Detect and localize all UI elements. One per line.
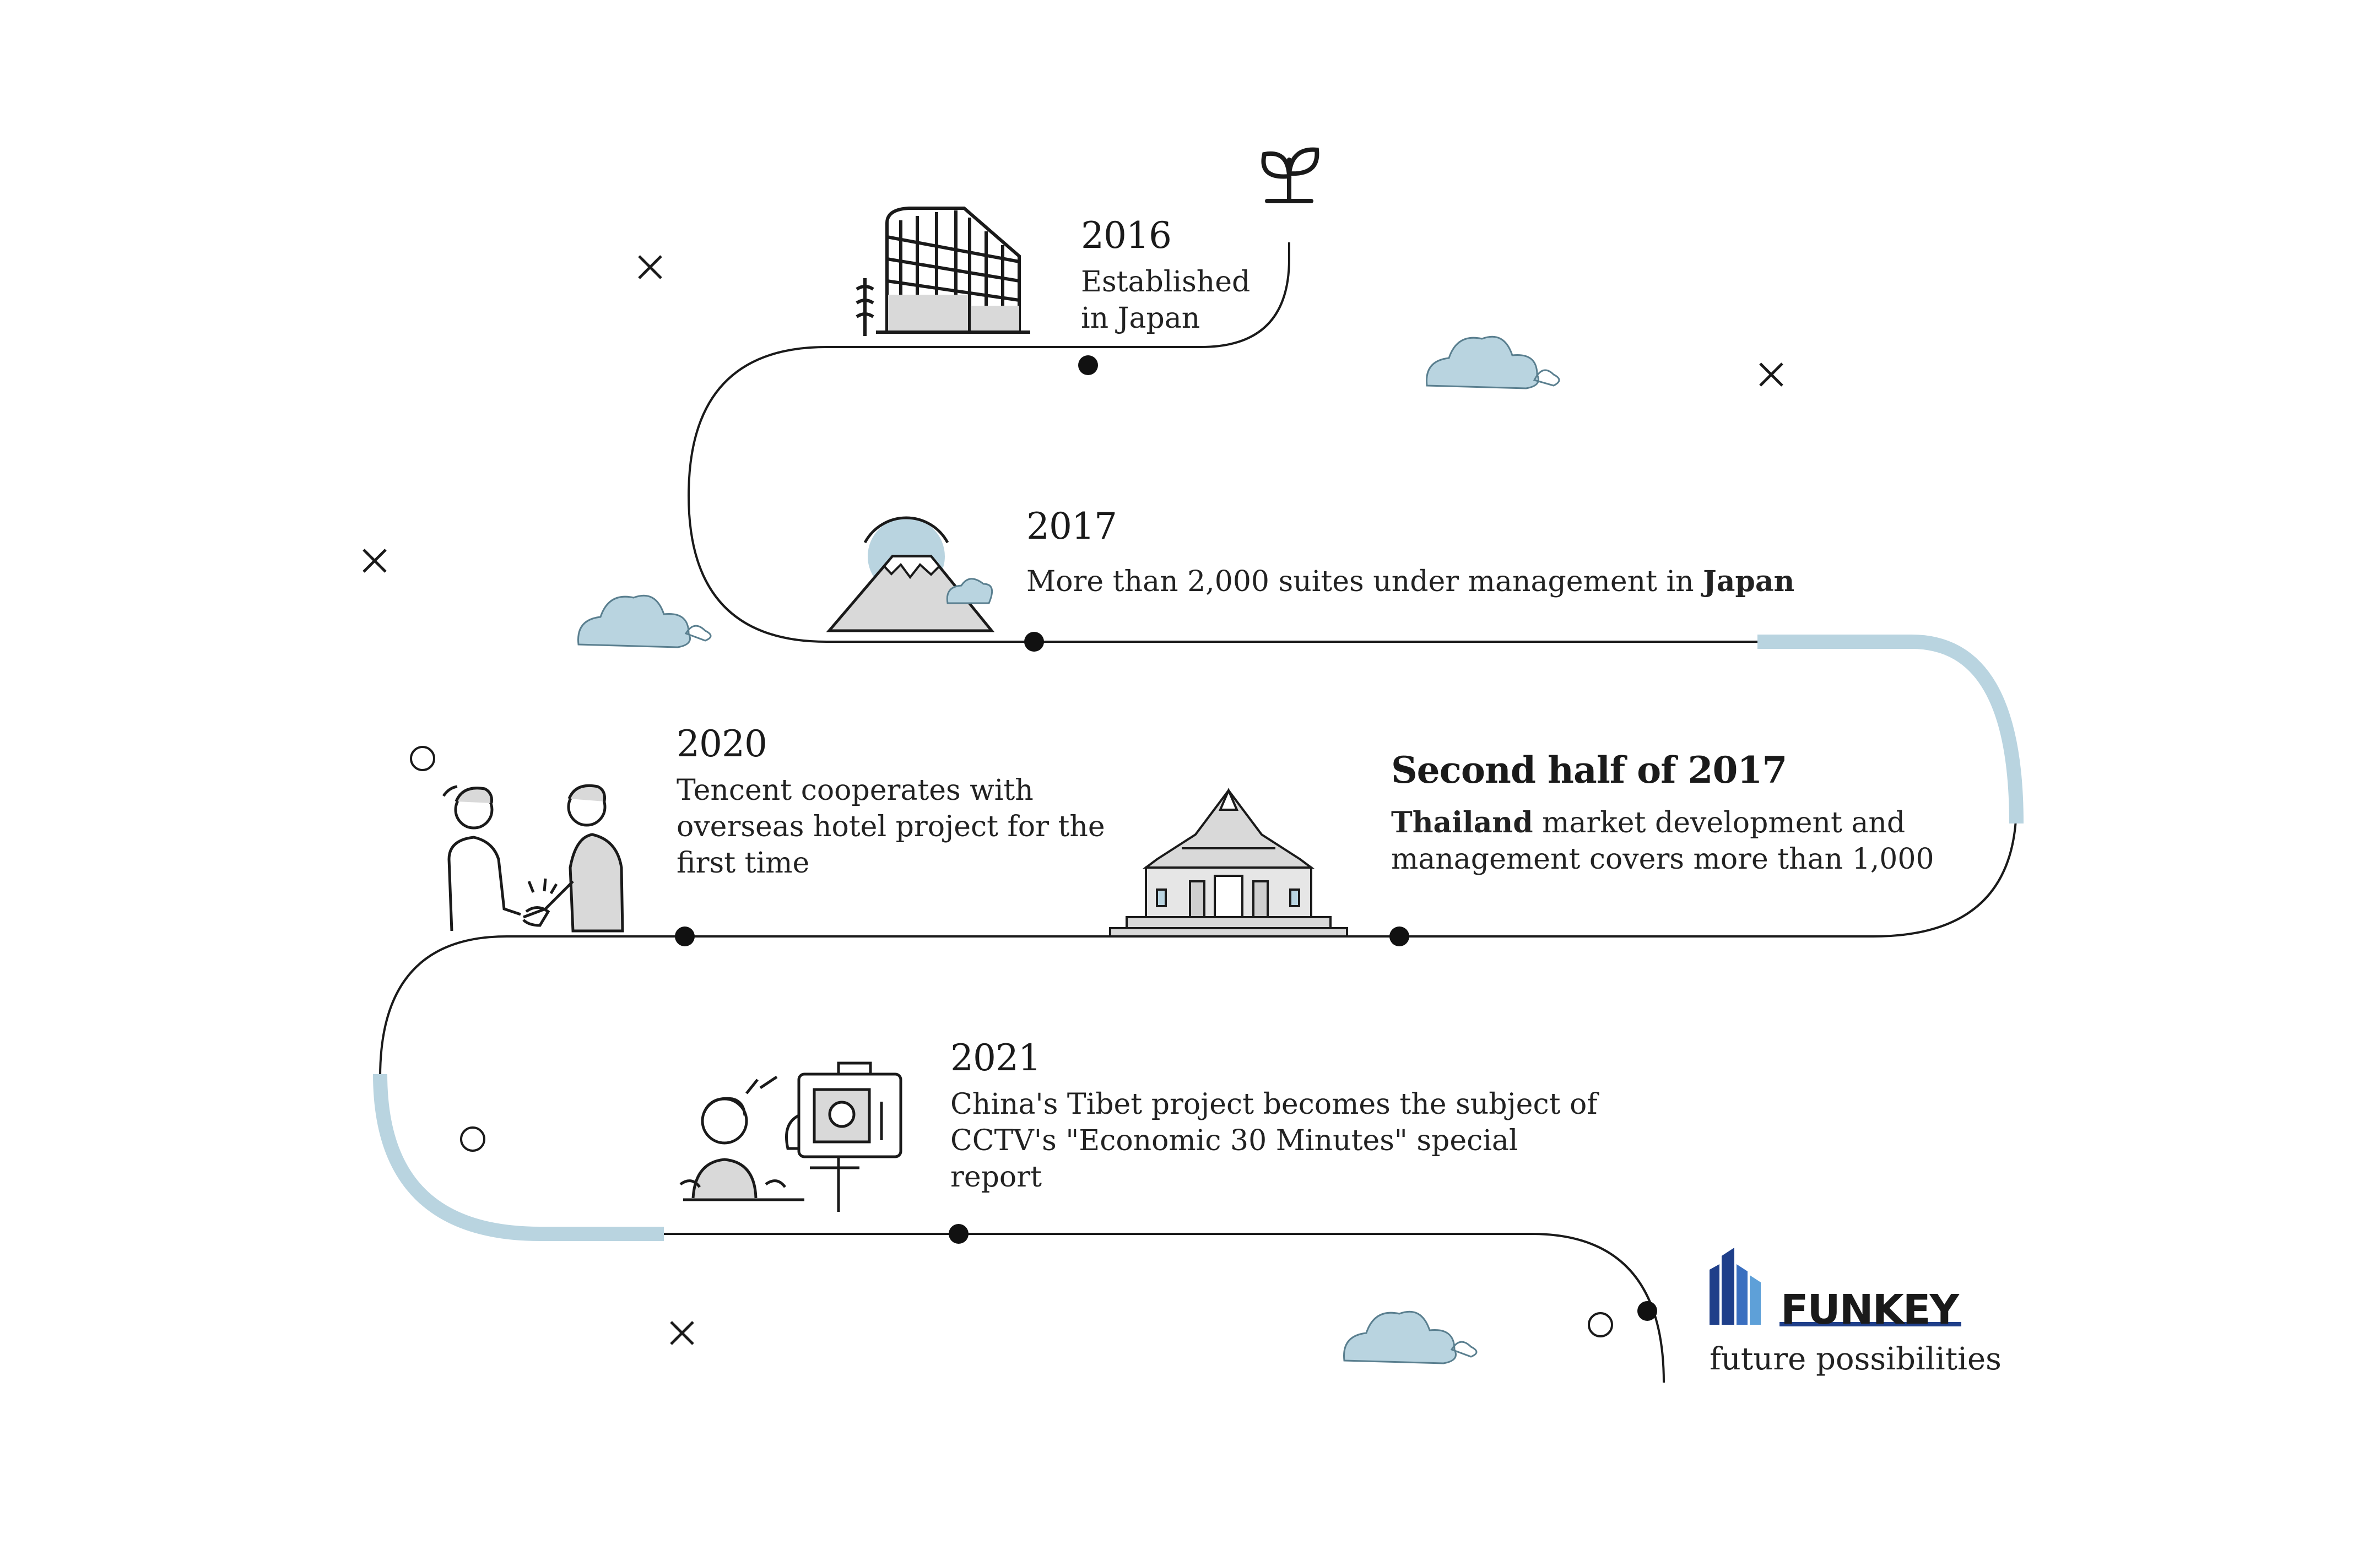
sprout-icon — [1261, 147, 1319, 203]
cloud-icon — [577, 594, 712, 648]
brand-tagline: future possibilities — [1710, 1341, 2002, 1377]
milestone-desc-part: suites under management in — [1269, 565, 1703, 598]
cross-decoration-icon — [363, 255, 1783, 1345]
milestone-desc-line: in Japan — [1081, 301, 1200, 335]
milestone-desc-line: Tencent cooperates with — [677, 773, 1034, 807]
milestone-year: 2016 — [1081, 214, 1172, 257]
milestone-year: 2021 — [950, 1037, 1041, 1079]
milestone-desc-line: CCTV's "Economic 30 Minutes" special — [950, 1124, 1518, 1157]
milestone-desc-bold: Japan — [1703, 564, 1795, 598]
milestone-desc-line: report — [950, 1160, 1042, 1194]
cloud-icon — [1343, 1310, 1478, 1364]
milestone-desc-part: market development and — [1533, 806, 1906, 839]
circle-decoration-icon — [410, 746, 1613, 1337]
milestone-dot-2017 — [1024, 632, 1044, 652]
brand-logo-mark — [1710, 1248, 1961, 1326]
milestone-dot-2020 — [675, 927, 695, 946]
milestone-desc-part: More than — [1026, 565, 1188, 598]
office-building-illustration — [856, 207, 1030, 336]
milestone-2021: 2021 China's Tibet project becomes the s… — [950, 1038, 1598, 1195]
milestone-dot-2016 — [1078, 355, 1098, 375]
milestone-desc-bold: Thailand — [1391, 805, 1533, 839]
milestone-desc-line: first time — [677, 846, 810, 880]
milestone-desc-line: overseas hotel project for the — [677, 810, 1105, 843]
milestone-2017: 2017 More than 2,000 suites under manage… — [1026, 505, 1795, 600]
tv-interview-illustration — [679, 1061, 902, 1212]
milestone-dot-2021 — [949, 1224, 969, 1244]
thai-temple-illustration — [1109, 787, 1348, 938]
milestone-2017-h2: Second half of 2017 Thailand market deve… — [1391, 750, 1934, 877]
handshake-illustration — [442, 784, 624, 933]
milestone-desc-part: 2,000 — [1187, 565, 1269, 598]
milestone-desc-line: China's Tibet project becomes the subjec… — [950, 1087, 1598, 1121]
milestone-dot-2017h2 — [1389, 927, 1409, 946]
milestone-year: Second half of 2017 — [1391, 749, 1787, 792]
accent-segment-left — [373, 1074, 664, 1241]
milestone-desc-line: Established — [1081, 265, 1251, 299]
cloud-icon — [1426, 335, 1560, 389]
milestone-year: 2017 — [1026, 505, 1117, 548]
accent-segment-right — [1757, 635, 2024, 824]
milestone-dot-end — [1637, 1301, 1657, 1321]
brand-name: FUNKEY — [1781, 1286, 1959, 1334]
milestone-desc-line: management covers more than 1,000 — [1391, 842, 1934, 876]
milestone-year: 2020 — [677, 723, 767, 765]
mount-fuji-illustration — [826, 516, 995, 632]
